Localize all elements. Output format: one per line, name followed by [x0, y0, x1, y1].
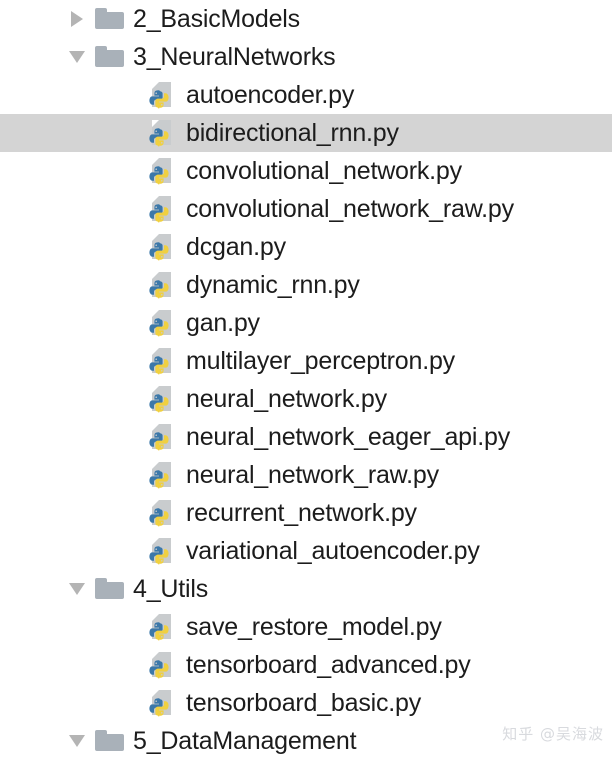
- python-logo-icon: [149, 698, 169, 717]
- tree-row-file[interactable]: convolutional_network.py: [0, 152, 612, 190]
- python-file-icon: [148, 608, 180, 646]
- tree-row-label: tensorboard_advanced.py: [186, 651, 471, 679]
- tree-row-folder[interactable]: 5_DataManagement: [0, 722, 612, 760]
- python-file-icon: [148, 684, 180, 722]
- python-logo-icon: [149, 622, 169, 641]
- tree-row-file[interactable]: convolutional_network_raw.py: [0, 190, 612, 228]
- tree-row-file[interactable]: dcgan.py: [0, 228, 612, 266]
- python-file-icon: [148, 342, 180, 380]
- tree-row-folder[interactable]: 3_NeuralNetworks: [0, 38, 612, 76]
- python-logo-icon: [149, 660, 169, 679]
- tree-row-label: neural_network_eager_api.py: [186, 423, 510, 451]
- python-file-icon: [148, 456, 180, 494]
- python-file-icon: [148, 646, 180, 684]
- chevron-down-icon[interactable]: [66, 38, 92, 76]
- python-logo-icon: [149, 394, 169, 413]
- folder-icon: [92, 38, 126, 76]
- tree-row-file[interactable]: neural_network_raw.py: [0, 456, 612, 494]
- python-file-icon: [148, 532, 180, 570]
- python-logo-icon: [149, 508, 169, 527]
- tree-row-label: 3_NeuralNetworks: [133, 43, 336, 71]
- tree-row-label: 2_BasicModels: [133, 5, 300, 33]
- tree-row-label: recurrent_network.py: [186, 499, 417, 527]
- chevron-down-icon[interactable]: [66, 570, 92, 608]
- python-file-icon: [148, 114, 180, 152]
- tree-row-label: bidirectional_rnn.py: [186, 119, 399, 147]
- folder-icon: [92, 0, 126, 38]
- python-file-icon: [148, 494, 180, 532]
- tree-row-label: 4_Utils: [133, 575, 209, 603]
- folder-icon: [92, 722, 126, 760]
- tree-row-file[interactable]: save_restore_model.py: [0, 608, 612, 646]
- tree-row-label: dynamic_rnn.py: [186, 271, 360, 299]
- python-logo-icon: [149, 546, 169, 565]
- python-logo-icon: [149, 470, 169, 489]
- python-logo-icon: [149, 280, 169, 299]
- tree-row-label: neural_network_raw.py: [186, 461, 439, 489]
- tree-row-label: neural_network.py: [186, 385, 387, 413]
- tree-row-file[interactable]: tensorboard_basic.py: [0, 684, 612, 722]
- tree-row-label: convolutional_network_raw.py: [186, 195, 514, 223]
- python-logo-icon: [149, 90, 169, 109]
- tree-row-file[interactable]: neural_network_eager_api.py: [0, 418, 612, 456]
- tree-row-label: gan.py: [186, 309, 260, 337]
- python-logo-icon: [149, 166, 169, 185]
- tree-row-label: 5_DataManagement: [133, 727, 357, 755]
- python-file-icon: [148, 418, 180, 456]
- python-logo-icon: [149, 318, 169, 337]
- tree-row-folder[interactable]: 4_Utils: [0, 570, 612, 608]
- tree-row-file[interactable]: dynamic_rnn.py: [0, 266, 612, 304]
- python-file-icon: [148, 76, 180, 114]
- tree-row-label: dcgan.py: [186, 233, 286, 261]
- python-file-icon: [148, 266, 180, 304]
- tree-row-file[interactable]: gan.py: [0, 304, 612, 342]
- python-file-icon: [148, 228, 180, 266]
- folder-icon: [92, 570, 126, 608]
- tree-row-file[interactable]: recurrent_network.py: [0, 494, 612, 532]
- tree-row-file[interactable]: neural_network.py: [0, 380, 612, 418]
- tree-row-file[interactable]: multilayer_perceptron.py: [0, 342, 612, 380]
- tree-row-file[interactable]: variational_autoencoder.py: [0, 532, 612, 570]
- tree-row-label: variational_autoencoder.py: [186, 537, 480, 565]
- tree-row-label: convolutional_network.py: [186, 157, 462, 185]
- python-file-icon: [148, 380, 180, 418]
- python-logo-icon: [149, 242, 169, 261]
- tree-row-label: autoencoder.py: [186, 81, 355, 109]
- python-file-icon: [148, 190, 180, 228]
- python-logo-icon: [149, 356, 169, 375]
- chevron-down-icon[interactable]: [66, 722, 92, 760]
- python-logo-icon: [149, 204, 169, 223]
- tree-row-file[interactable]: bidirectional_rnn.py: [0, 114, 612, 152]
- python-file-icon: [148, 304, 180, 342]
- tree-row-file[interactable]: autoencoder.py: [0, 76, 612, 114]
- python-logo-icon: [149, 432, 169, 451]
- python-file-icon: [148, 152, 180, 190]
- chevron-right-icon[interactable]: [66, 0, 92, 38]
- python-logo-icon: [149, 128, 169, 147]
- tree-row-file[interactable]: tensorboard_advanced.py: [0, 646, 612, 684]
- tree-row-label: tensorboard_basic.py: [186, 689, 422, 717]
- tree-row-label: save_restore_model.py: [186, 613, 442, 641]
- tree-row-folder[interactable]: 2_BasicModels: [0, 0, 612, 38]
- tree-row-label: multilayer_perceptron.py: [186, 347, 455, 375]
